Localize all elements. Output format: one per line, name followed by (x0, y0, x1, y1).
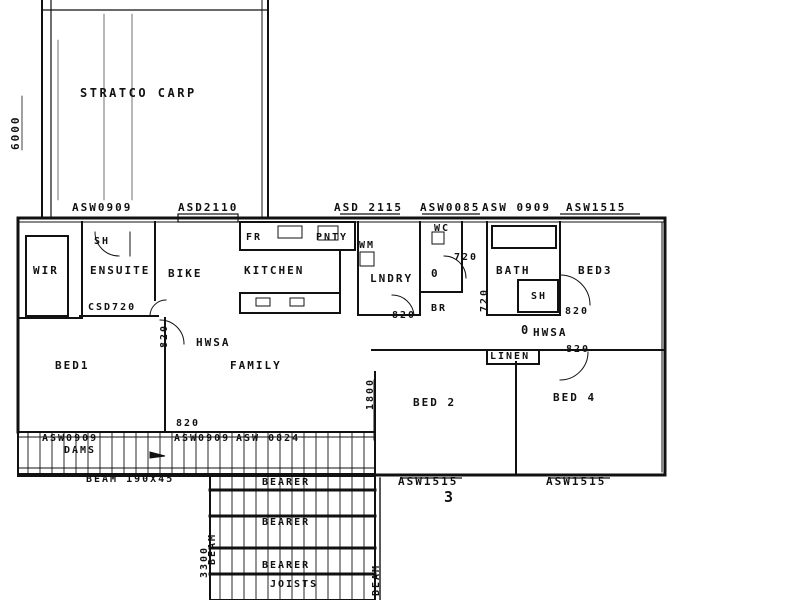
linen-cupboard: LINEN (490, 351, 531, 362)
exterior-walls (16, 216, 667, 477)
window-label: ASW1515 (398, 475, 459, 488)
door-label: 820 (176, 418, 201, 429)
deck-framing (17, 431, 381, 600)
carport-outline (21, 0, 269, 219)
door-swings (94, 231, 591, 441)
window-label: ASW1515 (566, 201, 627, 214)
bath-shower: SH (531, 291, 548, 302)
bearer-label: BEARER (262, 517, 311, 528)
carport-label: STRATCO CARP (80, 86, 197, 100)
carport-dimension: 6000 (9, 115, 22, 151)
window-label: ASW0909 (42, 433, 99, 444)
pantry-label: PNTY (316, 232, 349, 243)
window-marks (177, 213, 640, 479)
door-label: 820 (392, 310, 417, 321)
window-label: ASW1515 (546, 475, 607, 488)
beam-right-label: BEAM (371, 563, 382, 596)
room-bed2: BED 2 (413, 396, 457, 409)
washing-machine-label: WM (359, 240, 376, 251)
hwsa-family: HWSA (196, 336, 231, 349)
window-label: ASW 0909 (482, 201, 551, 214)
door-label: 720 (454, 252, 479, 263)
fridge-label: FR (246, 232, 263, 243)
window-label: ASW0085 (420, 201, 481, 214)
dams-label: DAMS (64, 445, 97, 456)
room-bed1: BED1 (55, 359, 90, 372)
hall-dimension: 1800 (365, 377, 376, 410)
beam-label: BEAM 190X45 (86, 474, 175, 485)
room-bath: BATH (496, 264, 531, 277)
door-label: 720 (479, 287, 490, 312)
window-label: ASD2110 (178, 201, 239, 214)
joists-label: JOISTS (270, 579, 319, 590)
room-bed4: BED 4 (553, 391, 597, 404)
sheet-number: 3 (444, 488, 454, 506)
door-label: 820 (566, 344, 591, 355)
window-label: ASD 2115 (334, 201, 403, 214)
beam-left-label: BEAM (207, 532, 218, 565)
window-label: ASW 0824 (236, 433, 301, 444)
bearer-label: BEARER (262, 477, 311, 488)
room-kitchen: KITCHEN (244, 264, 305, 277)
room-laundry: LNDRY (370, 272, 414, 285)
misc-mark: 0 (431, 267, 440, 280)
ensuite-shower: SH (94, 236, 111, 247)
room-wir: WIR (33, 264, 59, 277)
door-label: 820 (565, 306, 590, 317)
room-ensuite: ENSUITE (90, 264, 151, 277)
interior-walls (17, 221, 666, 476)
room-wc: WC (434, 223, 451, 234)
br-label: BR (431, 303, 448, 314)
hwsa-hall: HWSA (533, 326, 568, 339)
window-label: ASW0909 (72, 201, 133, 214)
kitchen-fittings (255, 225, 445, 307)
room-bed3: BED3 (578, 264, 613, 277)
misc-mark: 0 (521, 323, 531, 337)
room-family: FAMILY (230, 359, 282, 372)
bearer-label: BEARER (262, 560, 311, 571)
room-bike: BIKE (168, 267, 203, 280)
door-label: CSD720 (88, 302, 137, 313)
door-label: 820 (159, 323, 170, 348)
window-label: ASW0909 (174, 433, 231, 444)
